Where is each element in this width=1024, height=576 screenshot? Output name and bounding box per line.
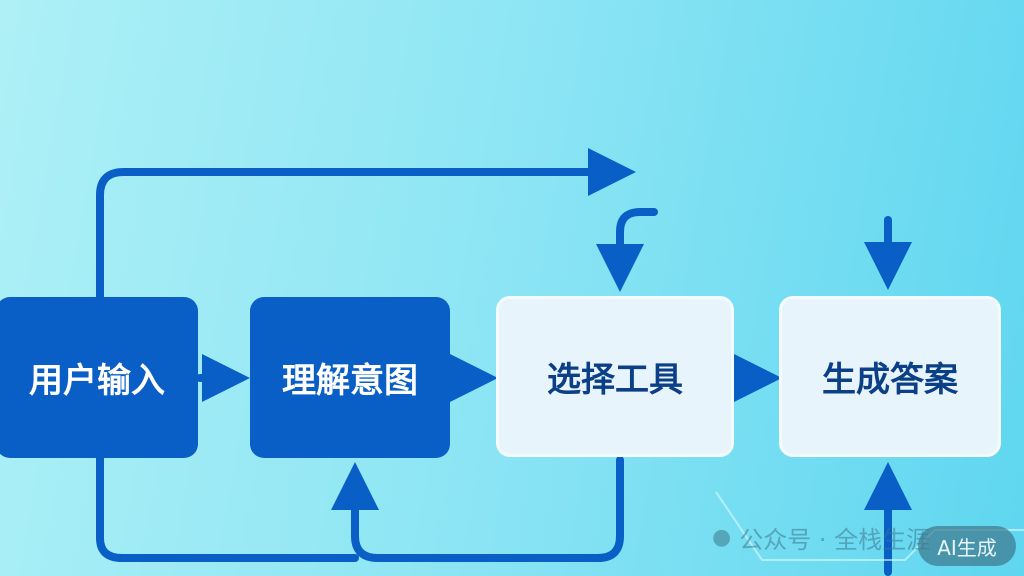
node-label: 理解意图 bbox=[282, 361, 418, 401]
wechat-icon: ● bbox=[712, 525, 732, 550]
watermark-text: 公众号 · 全栈生涯 bbox=[739, 526, 931, 554]
arrow-bottom-left bbox=[96, 454, 359, 562]
ai-generated-badge: AI生成 bbox=[918, 526, 1016, 566]
node-generate-answer: 生成答案 bbox=[779, 296, 1001, 457]
arrow-feedback-select bbox=[596, 208, 658, 292]
badge-text: AI生成 bbox=[937, 535, 997, 560]
node-label: 生成答案 bbox=[822, 360, 958, 400]
node-user-input: 用户输入 bbox=[0, 297, 198, 458]
arrow-bottom-return bbox=[331, 456, 624, 562]
arrow-top-loop bbox=[96, 148, 636, 301]
node-understand-intent: 理解意图 bbox=[250, 297, 450, 458]
node-select-tool: 选择工具 bbox=[496, 296, 734, 457]
node-label: 选择工具 bbox=[547, 360, 683, 400]
node-label: 用户输入 bbox=[29, 361, 165, 401]
watermark: ● 公众号 · 全栈生涯 bbox=[712, 520, 930, 555]
